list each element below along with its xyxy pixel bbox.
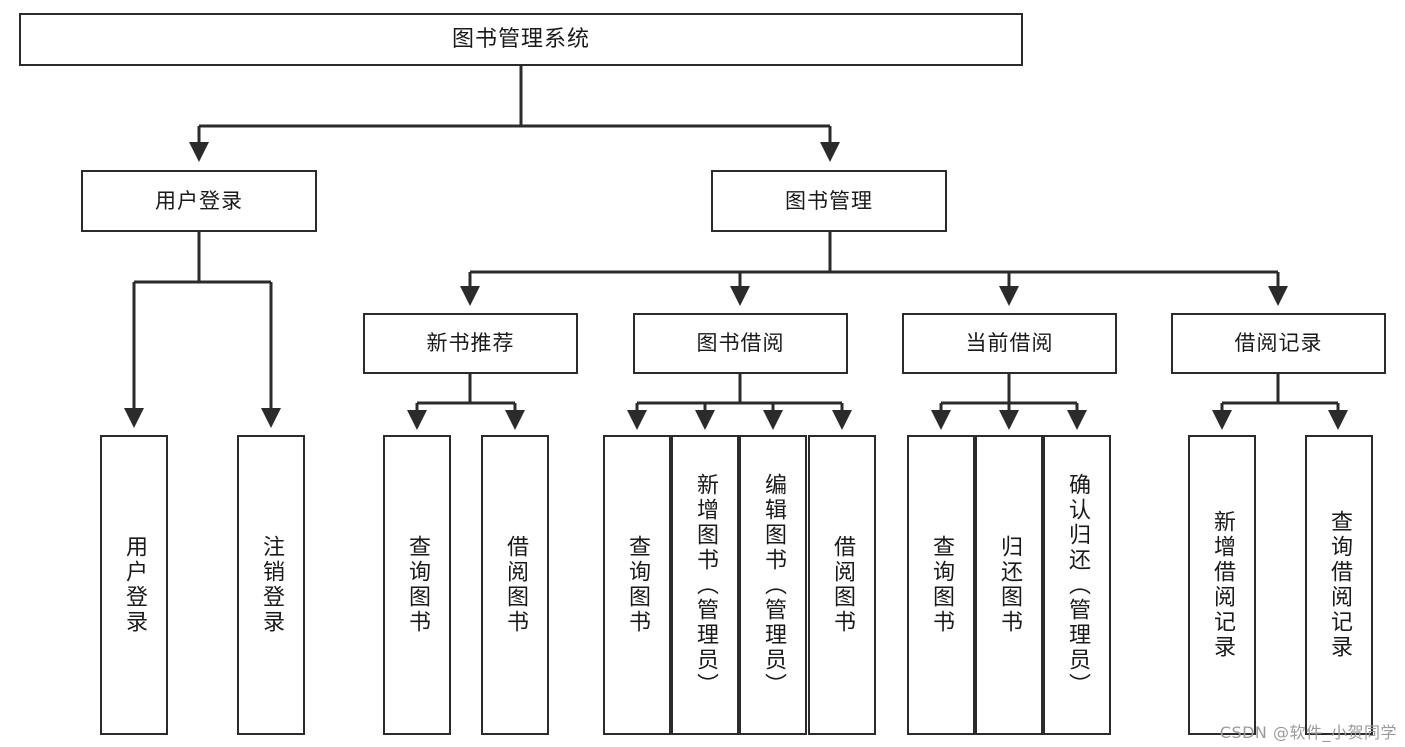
leaf-query-book-recommend[interactable]: 查询图书 [383,435,451,735]
leaf-user-login[interactable]: 用户登录 [100,435,168,735]
node-label: 查询图书 [929,535,954,635]
node-book-borrow[interactable]: 图书借阅 [633,313,848,374]
leaf-logout-login[interactable]: 注销登录 [237,435,305,735]
leaf-return-book[interactable]: 归还图书 [975,435,1043,735]
leaf-query-borrow-record[interactable]: 查询借阅记录 [1305,435,1373,735]
node-label: 借阅图书 [503,535,528,635]
node-label: 归还图书 [997,535,1022,635]
node-label: 用户登录 [155,188,243,213]
leaf-query-book-borrow[interactable]: 查询图书 [603,435,671,735]
leaf-confirm-return-admin[interactable]: 确认归还（管理员） [1043,435,1111,735]
node-label: 确认归还（管理员） [1065,472,1090,698]
node-label: 新增图书（管理员） [693,472,718,698]
node-label: 查询图书 [405,535,430,635]
leaf-query-book-current[interactable]: 查询图书 [907,435,975,735]
leaf-add-borrow-record[interactable]: 新增借阅记录 [1188,435,1256,735]
node-label: 借阅图书 [830,535,855,635]
node-label: 图书管理系统 [451,26,590,52]
node-current-borrow[interactable]: 当前借阅 [902,313,1117,374]
node-label: 图书管理 [785,188,873,213]
node-label: 查询借阅记录 [1327,510,1352,660]
node-label: 编辑图书（管理员） [761,472,786,698]
node-borrow-record[interactable]: 借阅记录 [1171,313,1386,374]
node-book-management[interactable]: 图书管理 [711,170,947,232]
node-label: 查询图书 [625,535,650,635]
node-label: 用户登录 [122,535,147,635]
node-label: 新增借阅记录 [1210,510,1235,660]
node-label: 注销登录 [259,535,284,635]
node-root-book-management-system[interactable]: 图书管理系统 [19,13,1023,66]
leaf-edit-book-admin[interactable]: 编辑图书（管理员） [739,435,807,735]
leaf-borrow-book[interactable]: 借阅图书 [808,435,876,735]
node-label: 当前借阅 [965,331,1054,356]
node-label: 图书借阅 [696,331,785,356]
node-new-book-recommend[interactable]: 新书推荐 [363,313,578,374]
node-label: 新书推荐 [426,331,515,356]
watermark: CSDN @软件_小贺同学 [1219,723,1397,742]
leaf-add-book-admin[interactable]: 新增图书（管理员） [671,435,739,735]
node-user-login[interactable]: 用户登录 [81,170,317,232]
leaf-borrow-book-recommend[interactable]: 借阅图书 [481,435,549,735]
node-label: 借阅记录 [1234,331,1323,356]
